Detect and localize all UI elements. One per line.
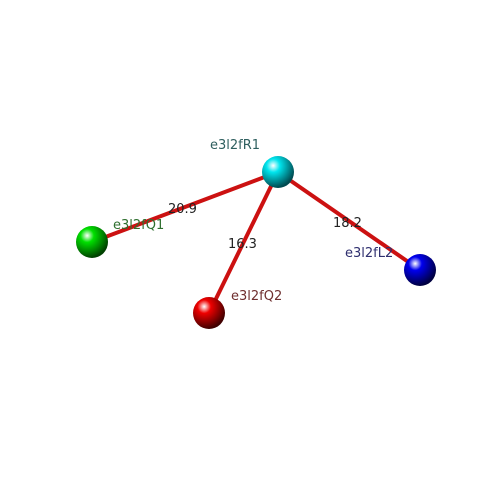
node-r1-sphere[interactable] xyxy=(262,156,294,188)
node-l2-sphere[interactable] xyxy=(404,254,436,286)
edges-group xyxy=(90,170,422,315)
edge-label-r1-l2: 18.2 xyxy=(333,216,362,231)
node-label-q1: e3l2fQ1 xyxy=(113,218,164,233)
node-label-q2: e3l2fQ2 xyxy=(231,289,282,304)
edge-label-r1-q2: 16.3 xyxy=(228,237,257,252)
edge-r1-q1 xyxy=(90,170,280,244)
nodes-group xyxy=(76,156,436,329)
node-label-l2: e3l2fL2 xyxy=(345,246,393,261)
node-label-r1: e3l2fR1 xyxy=(210,138,260,153)
edge-r1-q2 xyxy=(207,170,280,315)
node-labels-group: e3l2fR1 e3l2fQ1 e3l2fQ2 e3l2fL2 xyxy=(113,138,393,304)
edge-r1-l2 xyxy=(276,170,422,272)
node-q2-sphere[interactable] xyxy=(193,297,225,329)
node-q1-sphere[interactable] xyxy=(76,226,108,258)
edge-label-r1-q1: 20.9 xyxy=(168,202,197,217)
edge-labels-group: 20.9 16.3 18.2 xyxy=(168,202,362,252)
